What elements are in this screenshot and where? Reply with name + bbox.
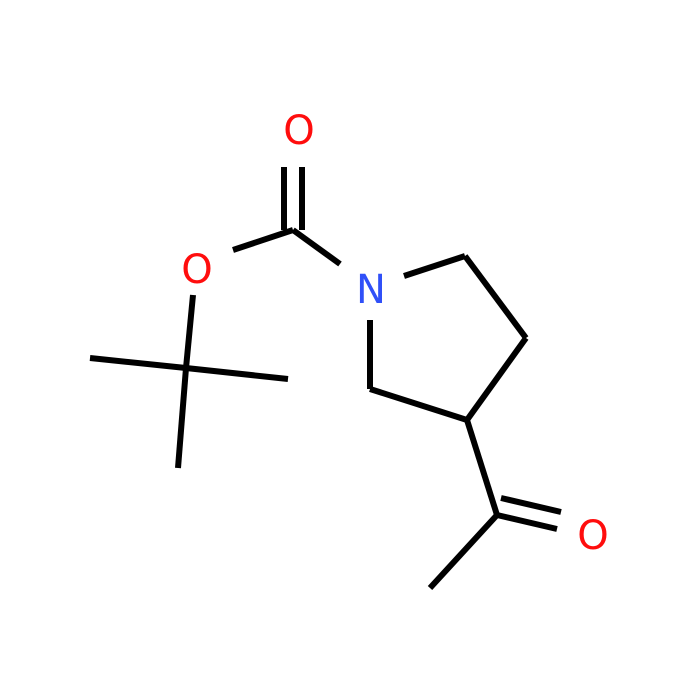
bond-ketone-double-b: [500, 495, 562, 515]
bond-tbu-left-methyl: [89, 355, 187, 371]
bond-tbu-to-ester-oxygen: [183, 294, 196, 369]
bond-ketone-double-a: [496, 512, 558, 532]
bond-c3-to-c4: [464, 336, 529, 422]
bond-c4-to-c5: [369, 386, 468, 423]
atom-label-ring-nitrogen: N: [356, 267, 386, 313]
bond-c4-to-acetyl-carbon: [464, 419, 500, 516]
bond-tbu-right-methyl: [185, 365, 289, 382]
bond-nitrogen-to-c2: [403, 253, 466, 279]
atom-label-carbonyl-oxygen: O: [283, 108, 314, 154]
bond-c2-to-c3: [462, 254, 529, 340]
bond-acetyl-to-methyl: [427, 512, 500, 591]
atom-label-ester-oxygen: O: [181, 247, 212, 293]
atom-label-ketone-oxygen: O: [577, 513, 608, 559]
bond-tbu-bottom-methyl: [175, 367, 189, 469]
bond-carbonyl-carbon-to-nitrogen: [291, 227, 342, 267]
bond-ester-oxygen-to-carbonyl-carbon: [232, 227, 294, 253]
